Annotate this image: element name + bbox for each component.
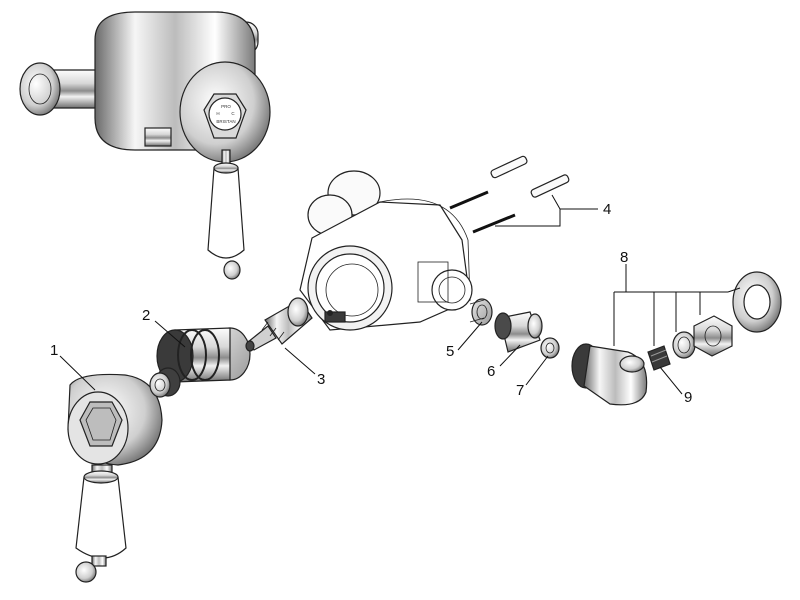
part-3-spindle <box>245 297 313 352</box>
part-9-connector <box>647 345 671 371</box>
callout-numbers: 1 2 3 4 5 6 7 8 9 <box>50 201 692 406</box>
leader-lines <box>59 194 741 395</box>
callout-2: 2 <box>142 307 150 324</box>
callout-7: 7 <box>516 382 524 399</box>
part-8-elbow-assembly <box>571 271 782 406</box>
callout-4: 4 <box>603 201 611 218</box>
part-5-check-valve <box>469 298 493 326</box>
hot-label: H <box>216 111 219 116</box>
pro-label: PRO <box>221 104 231 109</box>
valve-body <box>299 170 473 331</box>
part-4-screws-plugs <box>449 155 570 234</box>
callout-1: 1 <box>50 342 58 359</box>
part-2-cartridge <box>149 327 251 398</box>
part-1-lever-handle <box>67 373 163 583</box>
callout-9: 9 <box>684 389 692 406</box>
assembled-valve-image: H C PRO BRISTAN <box>19 11 271 280</box>
callout-5: 5 <box>446 343 454 360</box>
part-6-filter-sleeve <box>494 311 543 353</box>
cold-label: C <box>231 111 235 116</box>
callout-8: 8 <box>620 249 628 266</box>
part-7-washer <box>540 337 560 359</box>
callout-3: 3 <box>317 371 325 388</box>
brand-label: BRISTAN <box>216 119 235 124</box>
callout-6: 6 <box>487 363 495 380</box>
